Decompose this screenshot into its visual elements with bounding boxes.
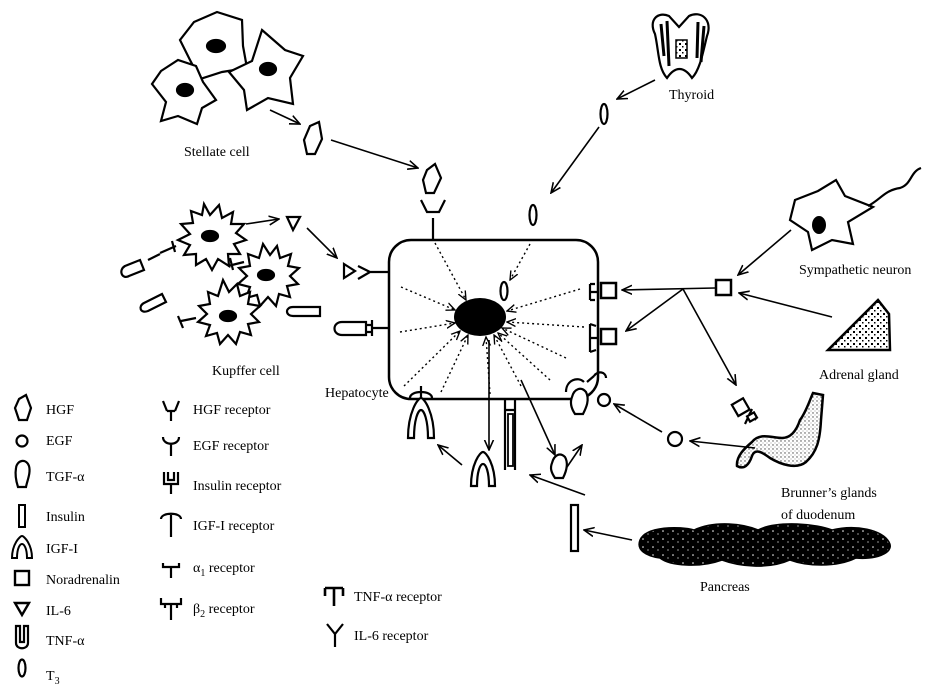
brunners-glands-label: Brunner’s glands of duodenum xyxy=(781,486,877,523)
noradrenalin-brunners-bound xyxy=(732,398,757,424)
tnf-alpha-bound-2 xyxy=(141,294,166,312)
tnf-alpha-bound-1 xyxy=(121,241,176,277)
igf-i-ligand-free xyxy=(471,452,495,486)
legend-receptor-label: α1 receptor xyxy=(193,561,255,579)
noradrenalin-icon xyxy=(15,571,29,585)
il-6-ligand-kupffer xyxy=(287,217,300,230)
noradrenalin-ligand-free xyxy=(716,280,731,295)
legend-ligand-label: Insulin xyxy=(46,510,85,525)
sympathetic-neuron-label: Sympathetic neuron xyxy=(799,263,911,278)
thyroid-gland xyxy=(653,14,709,78)
noradrenalin-beta2-bound xyxy=(601,329,616,344)
hgf-ligand-bound xyxy=(423,164,441,193)
stellate-cells xyxy=(152,12,303,124)
egf-ligand-free xyxy=(668,432,682,446)
legend-ligand-label: Noradrenalin xyxy=(46,573,120,588)
hgf-ligand-stellate xyxy=(304,122,322,154)
legend-ligand-label: TGF-α xyxy=(46,470,85,485)
hepatocyte-label: Hepatocyte xyxy=(325,386,389,401)
alpha1-receptor-icon xyxy=(163,563,179,578)
hepatocyte-nucleus xyxy=(454,298,506,336)
t3-ligand-outside xyxy=(530,205,537,225)
t3-ligand-nuclear xyxy=(501,282,508,300)
egf-receptor-icon xyxy=(163,437,179,456)
igf-i-ligand-bound xyxy=(408,398,434,438)
adrenal-gland-label: Adrenal gland xyxy=(819,368,899,383)
tnf-alpha-ligand-free xyxy=(287,307,320,316)
il-6-receptor-icon xyxy=(327,624,343,647)
legend-ligand-label: IL-6 xyxy=(46,604,71,619)
pancreas xyxy=(639,524,890,566)
adrenal-gland xyxy=(828,300,890,350)
thyroid-label: Thyroid xyxy=(669,88,714,103)
noradrenalin-alpha1-bound xyxy=(601,283,616,298)
legend-receptor-label: Insulin receptor xyxy=(193,479,282,494)
insulin-icon xyxy=(19,505,25,527)
hgf-receptor-icon xyxy=(163,401,179,421)
legend-receptor-label: HGF receptor xyxy=(193,403,271,418)
beta2-receptor-icon xyxy=(161,598,181,620)
t3-icon xyxy=(19,660,26,677)
tnf-alpha-receptor-icon xyxy=(325,588,343,606)
il-6-icon xyxy=(15,603,29,615)
legend-ligand-label: TNF-α xyxy=(46,634,85,649)
kupffer-cell-label: Kupffer cell xyxy=(212,364,280,379)
tnf-alpha-receptor-hepatocyte xyxy=(335,320,390,336)
legend-ligand-label: EGF xyxy=(46,434,73,449)
tgf-alpha-ligand-free xyxy=(551,455,567,478)
igf-i-icon xyxy=(12,536,32,558)
il-6-ligand-near-hepatocyte xyxy=(344,264,355,278)
svg-text:Brunner’s glands: Brunner’s glands xyxy=(781,486,877,501)
insulin-ligand-free xyxy=(571,505,578,551)
stellate-cell-label: Stellate cell xyxy=(184,145,250,160)
duodenum xyxy=(737,393,823,467)
legend-ligands: HGF EGF TGF-α Insulin IGF-I Noradrenalin… xyxy=(12,395,120,687)
legend-receptor-label: IGF-I receptor xyxy=(193,519,275,534)
svg-text:of duodenum: of duodenum xyxy=(781,508,855,523)
insulin-receptor-icon xyxy=(164,472,178,494)
egf-ligand-bound xyxy=(598,394,610,406)
tgf-alpha-icon xyxy=(16,461,30,487)
legend-receptor-label: β2 receptor xyxy=(193,602,255,620)
sympathetic-neuron xyxy=(790,168,921,250)
legend-ligand-label: IGF-I xyxy=(46,542,78,557)
hgf-receptor-top xyxy=(421,200,445,240)
legend-ligand-label: T3 xyxy=(46,669,60,687)
t3-ligand-thyroid xyxy=(601,104,608,124)
insulin-ligand-bound xyxy=(508,414,513,466)
tnf-alpha-icon xyxy=(16,626,28,648)
legend-receptor-label: EGF receptor xyxy=(193,439,269,454)
legend-receptor-label: IL-6 receptor xyxy=(354,629,429,644)
legend-receptors: HGF receptor EGF receptor Insulin recept… xyxy=(161,401,442,647)
legend-ligand-label: HGF xyxy=(46,403,74,418)
igf-i-receptor-icon xyxy=(161,514,181,537)
hgf-icon xyxy=(15,395,31,420)
pancreas-label: Pancreas xyxy=(700,580,750,595)
egf-icon xyxy=(17,436,28,447)
il-6-receptor-hepatocyte xyxy=(358,266,389,279)
legend-receptor-label: TNF-α receptor xyxy=(354,590,442,605)
kupffer-cells xyxy=(178,204,299,344)
